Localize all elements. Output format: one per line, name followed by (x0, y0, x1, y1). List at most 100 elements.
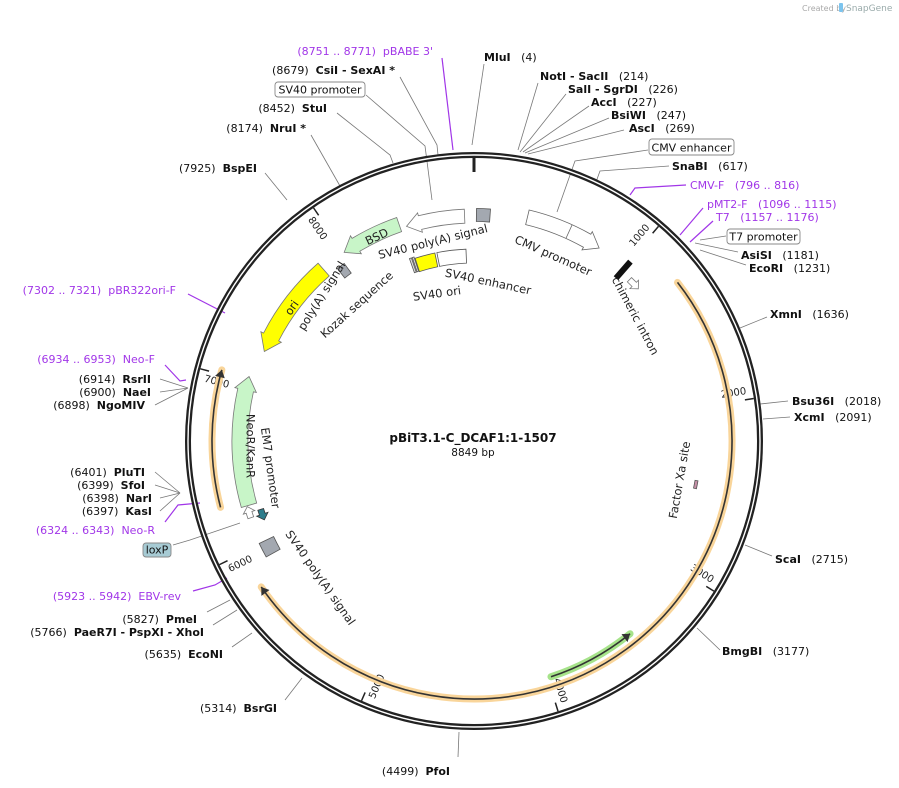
leader-line (527, 129, 625, 155)
site-name: NruI * (270, 122, 306, 135)
enzyme-site-bmgbi[interactable]: BmgBI (3177) (722, 645, 809, 658)
enzyme-site-rsrii[interactable]: (6914) RsrII (79, 373, 151, 386)
leader-line (556, 149, 649, 213)
site-position: (2018) (845, 395, 882, 408)
site-position: (1636) (812, 308, 849, 321)
site-name: KasI (125, 505, 152, 518)
enzyme-site-pmei[interactable]: (5827) PmeI (122, 613, 197, 626)
enzyme-site-ngomiv[interactable]: (6898) NgoMIV (53, 399, 145, 412)
site-name: BsiWI (611, 109, 646, 122)
sv40-promoter-label-box[interactable]: SV40 promoter (274, 81, 366, 98)
leader-line (522, 105, 590, 153)
enzyme-site-nari[interactable]: (6398) NarI (82, 492, 152, 505)
sv40-polya-arrow-top[interactable] (405, 208, 466, 233)
leader-line (524, 117, 610, 154)
enzyme-site-sfoi[interactable]: (6399) SfoI (77, 479, 145, 492)
t7-promoter-label-box[interactable]: T7 promoter (726, 228, 801, 245)
ori-arrow[interactable] (260, 262, 330, 353)
primer-label-pbabe[interactable]: (8751 .. 8771) pBABE 3' (297, 45, 433, 58)
neor-kanr-arrow[interactable] (231, 375, 258, 508)
bsd-arrow[interactable] (343, 216, 403, 255)
enzyme-site-kasi[interactable]: (6397) KasI (82, 505, 152, 518)
kozak-line-2[interactable] (411, 256, 420, 273)
t7-promoter-arrow[interactable] (626, 276, 639, 290)
sv40-ori-box[interactable] (414, 252, 439, 273)
feature-label-em7: EM7 promoter (258, 427, 283, 510)
site-position: (5923 .. 5942) (53, 590, 132, 603)
polya-signal-box[interactable] (336, 262, 352, 279)
primer-label-neo-f[interactable]: (6934 .. 6953) Neo-F (37, 353, 155, 366)
site-position: (796 .. 816) (735, 179, 800, 192)
tick-mark (744, 397, 754, 401)
label-box-text: T7 promoter (728, 231, 798, 244)
enzyme-site-mlui[interactable]: MluI (4) (484, 51, 537, 64)
sv40-enhancer-box[interactable] (436, 248, 467, 267)
site-position: (8452) (258, 102, 295, 115)
factor-xa-site-marker[interactable] (693, 479, 699, 490)
primer-label-cmv-f[interactable]: CMV-F (796 .. 816) (690, 179, 799, 192)
enzyme-site-xmni[interactable]: XmnI (1636) (770, 308, 849, 321)
enzyme-site-csii[interactable]: (8679) CsiI - SexAI * (272, 64, 395, 77)
orf-neo[interactable] (211, 369, 223, 508)
enzyme-site-snabi[interactable]: SnaBI (617) (672, 160, 748, 173)
enzyme-site-bsrgi[interactable]: (5314) BsrGI (200, 702, 277, 715)
enzyme-site-acci[interactable]: AccI (227) (591, 96, 657, 109)
cmv-enhancer-label-box[interactable]: CMV enhancer (648, 138, 735, 156)
enzyme-site-econi[interactable]: (5635) EcoNI (145, 648, 223, 661)
plasmid-name: pBiT3.1-C_DCAF1:1-1507 (389, 431, 556, 446)
enzyme-site-naei[interactable]: (6900) NaeI (79, 386, 151, 399)
site-position: (6934 .. 6953) (37, 353, 116, 366)
enzyme-site-ecori[interactable]: EcoRI (1231) (749, 262, 830, 275)
enzyme-site-nrui[interactable]: (8174) NruI * (226, 122, 306, 135)
enzyme-site-noti[interactable]: NotI - SacII (214) (540, 70, 648, 83)
kozak-line-1[interactable] (408, 257, 417, 274)
sv40-polya-box-bottom[interactable] (258, 536, 281, 558)
orf-main[interactable] (260, 281, 733, 700)
enzyme-site-sali[interactable]: SalI - SgrDI (226) (568, 83, 678, 96)
enzyme-site-bsiwi[interactable]: BsiWI (247) (611, 109, 686, 122)
loxp-label-box[interactable]: loxP (142, 542, 172, 558)
leader-line (154, 471, 181, 494)
sv40-polya-box-top[interactable] (475, 208, 491, 223)
loxp-arrow[interactable] (255, 507, 269, 521)
site-name: PmeI (166, 613, 197, 626)
leader-line (159, 387, 189, 393)
em7-promoter-arrow[interactable] (242, 506, 256, 520)
leader-line (231, 632, 253, 648)
leader-line (310, 134, 341, 187)
enzyme-site-xcmi[interactable]: XcmI (2091) (794, 411, 872, 424)
leader-line (172, 522, 241, 546)
enzyme-site-bspei[interactable]: (7925) BspEI (179, 162, 257, 175)
site-position: (7925) (179, 162, 216, 175)
cmv-enhancer-divider (565, 224, 573, 239)
leader-line (154, 484, 181, 494)
primer-label-ebv-rev[interactable]: (5923 .. 5942) EBV-rev (53, 590, 182, 603)
primer-label-pbr322ori-f[interactable]: (7302 .. 7321) pBR322ori-F (23, 284, 176, 297)
site-name: EcoNI (188, 648, 223, 661)
enzyme-site-pfoi[interactable]: (4499) PfoI (382, 765, 450, 778)
site-position: (6898) (53, 399, 90, 412)
enzyme-site-asisi[interactable]: AsiSI (1181) (741, 249, 819, 262)
site-name: StuI (302, 102, 327, 115)
site-position: (1181) (782, 249, 819, 262)
primer-label-pmt2-f[interactable]: pMT2-F (1096 .. 1115) (707, 198, 837, 211)
primer-label-t7[interactable]: T7 (1157 .. 1176) (715, 211, 819, 224)
enzyme-site-scai[interactable]: ScaI (2715) (775, 553, 848, 566)
enzyme-site-pluti[interactable]: (6401) PluTI (70, 466, 145, 479)
enzyme-site-stui[interactable]: (8452) StuI (258, 102, 327, 115)
label-box-frame (648, 138, 735, 156)
chimeric-intron-marker[interactable] (613, 259, 633, 281)
cmv-promoter-arrow[interactable] (525, 209, 600, 251)
enzyme-site-paer7i[interactable]: (5766) PaeR7I - PspXI - XhoI (30, 626, 204, 639)
site-name: SnaBI (672, 160, 708, 173)
site-position: (6397) (82, 505, 119, 518)
enzyme-site-asci[interactable]: AscI (269) (629, 122, 695, 135)
label-box-text: CMV enhancer (652, 142, 732, 155)
credit-text: Created by (802, 4, 846, 13)
site-name: Bsu36I (792, 395, 834, 408)
site-name: BmgBI (722, 645, 762, 658)
tick-mark (554, 702, 559, 712)
site-position: (6398) (82, 492, 119, 505)
enzyme-site-bsu36i[interactable]: Bsu36I (2018) (792, 395, 881, 408)
primer-label-neo-r[interactable]: (6324 .. 6343) Neo-R (36, 524, 155, 537)
